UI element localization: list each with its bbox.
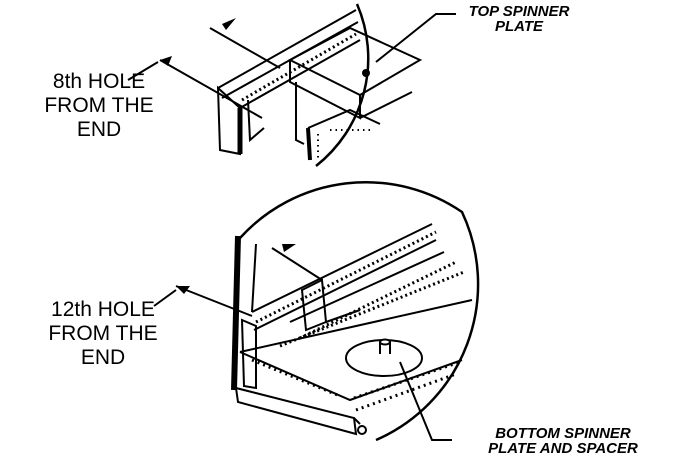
bottom-rail-edge-1 — [251, 223, 433, 313]
bottom-leader — [153, 289, 177, 307]
top-rail-edge-1 — [217, 9, 357, 89]
top-leader — [127, 61, 159, 81]
top-plate-front — [289, 60, 361, 120]
bottom-rail-edge-2 — [253, 239, 437, 331]
top-plate-side — [359, 91, 413, 119]
bottom-spinner-label: BOTTOM SPINNER PLATE AND SPACER — [488, 425, 638, 457]
bottom-spinner-leader — [399, 361, 452, 441]
top-dim-line-1 — [209, 27, 281, 69]
top-plate-top — [287, 26, 423, 97]
top-inner-post — [295, 82, 305, 145]
top-bracket — [247, 99, 265, 143]
top-dim-line-2 — [159, 59, 263, 119]
bottom-rail-edge-3 — [289, 251, 445, 323]
bottom-front-post — [240, 318, 257, 390]
top-inner-frame — [307, 108, 381, 129]
top-detail-view — [127, 3, 456, 167]
top-plate-hole — [362, 69, 370, 77]
bottom-dim-line-2 — [175, 285, 253, 317]
bottom-back-post — [231, 235, 241, 391]
top-spinner-leader — [375, 13, 456, 63]
top-rail-edge-3 — [239, 39, 361, 109]
top-arrowheads — [160, 18, 236, 66]
bottom-hole-label: 12th HOLE FROM THE END — [48, 298, 158, 369]
bottom-detail-circle — [239, 181, 480, 442]
top-spinner-label: TOP SPINNER PLATE — [468, 3, 570, 35]
bottom-lip-hinge — [357, 425, 367, 435]
bottom-floor-edge — [239, 351, 463, 402]
top-post — [216, 85, 241, 156]
bottom-hole-rows — [255, 230, 465, 348]
top-hole-row — [241, 32, 357, 102]
bottom-floor-back — [239, 299, 473, 353]
bottom-dim-line-1 — [271, 247, 323, 281]
top-hole-label: 8th HOLE FROM THE END — [44, 70, 154, 141]
bottom-arrowheads — [176, 244, 296, 294]
bottom-detail-view — [153, 181, 480, 442]
bottom-front-lip — [234, 386, 358, 436]
